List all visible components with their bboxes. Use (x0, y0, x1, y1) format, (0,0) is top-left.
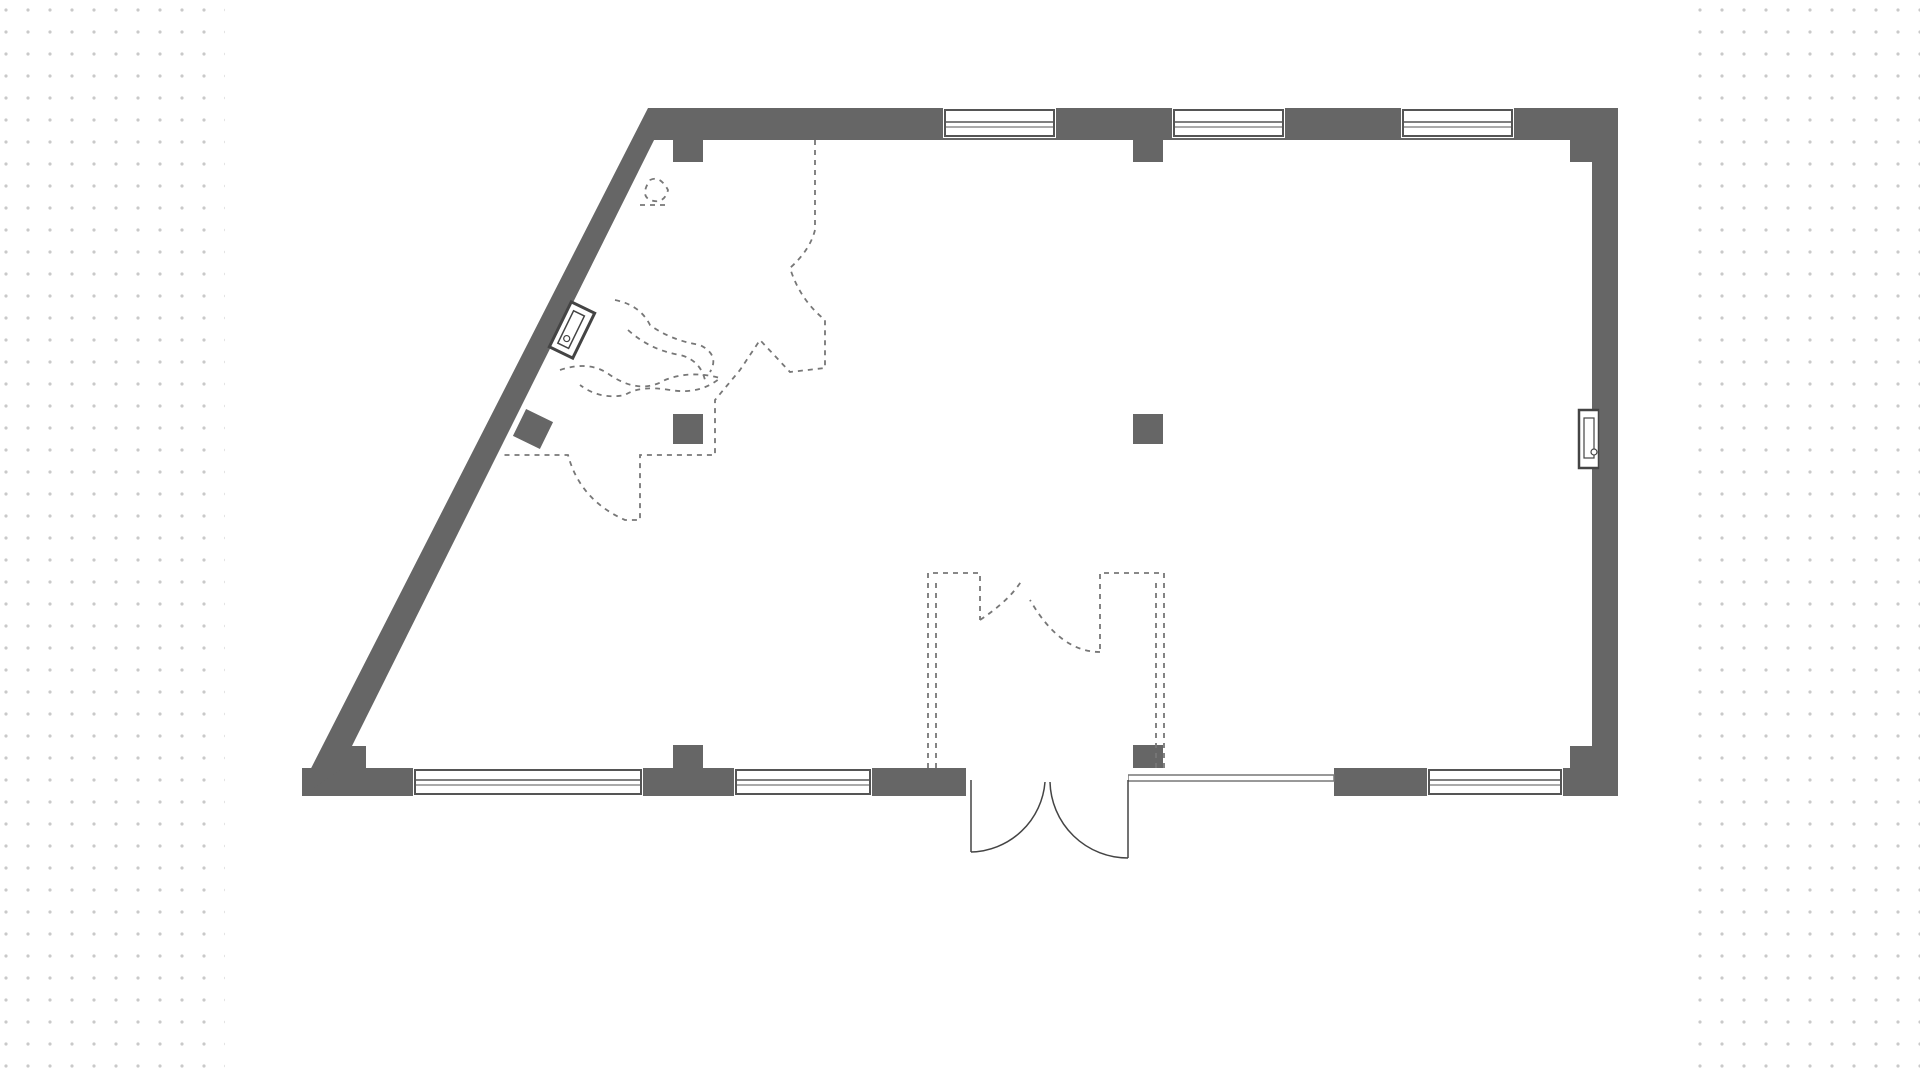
dashed-corner-fixture (640, 177, 669, 206)
column-mid-center (1133, 414, 1163, 444)
dashed-vestibule (927, 572, 1165, 768)
windows-top (943, 108, 1514, 138)
column-top-mid (1133, 140, 1163, 162)
dashed-zone-inner-3 (627, 329, 706, 381)
windows-bottom (413, 768, 1563, 796)
dashed-zone-inner-2 (614, 299, 715, 373)
door-opening (966, 768, 1128, 796)
window-bottom-3 (1427, 768, 1563, 796)
door-swing-left (970, 781, 1046, 853)
window-top-2 (1172, 108, 1285, 138)
fixture-right-wall (1577, 408, 1601, 470)
window-top-1 (943, 108, 1056, 138)
column-mid-left (673, 414, 703, 444)
vestibule-door-swing-left (979, 579, 1023, 621)
corner-top-right (1570, 140, 1592, 162)
dashed-zone-inner (559, 365, 722, 398)
column-bottom-left (673, 745, 703, 768)
corner-bottom-left (336, 746, 366, 768)
corner-bottom-right (1570, 746, 1592, 768)
vestibule-door-swing-right (1029, 599, 1101, 653)
diagonal-wall (302, 108, 670, 796)
entrance-double-door (966, 768, 1129, 859)
window-bottom-2 (734, 768, 872, 796)
door-swing-right (1049, 781, 1129, 859)
column-diagonal (512, 408, 554, 450)
vestibule-left (927, 572, 981, 768)
window-top-3 (1401, 108, 1514, 138)
wall-fixtures (547, 299, 1601, 470)
window-bottom-1 (413, 768, 643, 796)
bottom-wall-thin (1127, 774, 1335, 782)
fixture-diagonal-wall (547, 299, 597, 361)
building-interior (340, 140, 1592, 768)
dashed-zone (500, 140, 826, 521)
column-bottom-center (1133, 745, 1163, 768)
corner-top-left (673, 140, 703, 162)
dashed-zone-outline (500, 140, 826, 521)
columns (512, 140, 1163, 768)
